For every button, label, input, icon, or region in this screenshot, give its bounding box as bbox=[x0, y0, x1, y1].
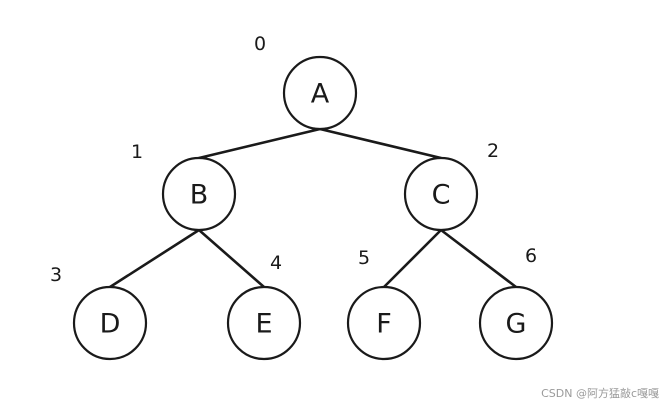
node-index-label: 5 bbox=[358, 247, 370, 269]
node-circle bbox=[403, 156, 479, 232]
edges bbox=[108, 127, 518, 289]
node-b: B bbox=[161, 156, 237, 232]
node-c: C bbox=[403, 156, 479, 232]
node-circle bbox=[478, 285, 554, 361]
nodes: A B C D E F G bbox=[72, 55, 554, 361]
node-label: E bbox=[255, 309, 272, 340]
node-index-label: 1 bbox=[131, 141, 143, 163]
edge-c-f bbox=[382, 228, 443, 289]
edge-b-d bbox=[108, 228, 201, 289]
node-g: G bbox=[478, 285, 554, 361]
node-circle bbox=[282, 55, 358, 131]
edge-c-g bbox=[439, 228, 518, 289]
node-f: F bbox=[346, 285, 422, 361]
node-label: F bbox=[376, 309, 392, 340]
node-circle bbox=[72, 285, 148, 361]
node-label: A bbox=[311, 79, 330, 110]
node-circle bbox=[346, 285, 422, 361]
watermark: CSDN @阿方猛敲c嘎嘎 bbox=[541, 387, 659, 400]
node-a: A bbox=[282, 55, 358, 131]
node-label: D bbox=[100, 309, 121, 340]
node-label: B bbox=[190, 180, 209, 211]
node-index-label: 2 bbox=[487, 140, 499, 162]
node-label: C bbox=[432, 180, 451, 211]
edge-a-c bbox=[318, 127, 443, 160]
node-index-label: 6 bbox=[525, 245, 537, 267]
edge-b-e bbox=[197, 228, 266, 289]
node-circle bbox=[161, 156, 237, 232]
edge-a-b bbox=[197, 127, 322, 160]
node-index-label: 3 bbox=[50, 264, 62, 286]
node-e: E bbox=[226, 285, 302, 361]
node-circle bbox=[226, 285, 302, 361]
node-index-label: 4 bbox=[270, 252, 282, 274]
index-labels: 0 1 2 3 4 5 6 bbox=[50, 33, 537, 286]
node-d: D bbox=[72, 285, 148, 361]
node-index-label: 0 bbox=[254, 33, 266, 55]
node-label: G bbox=[506, 309, 527, 340]
